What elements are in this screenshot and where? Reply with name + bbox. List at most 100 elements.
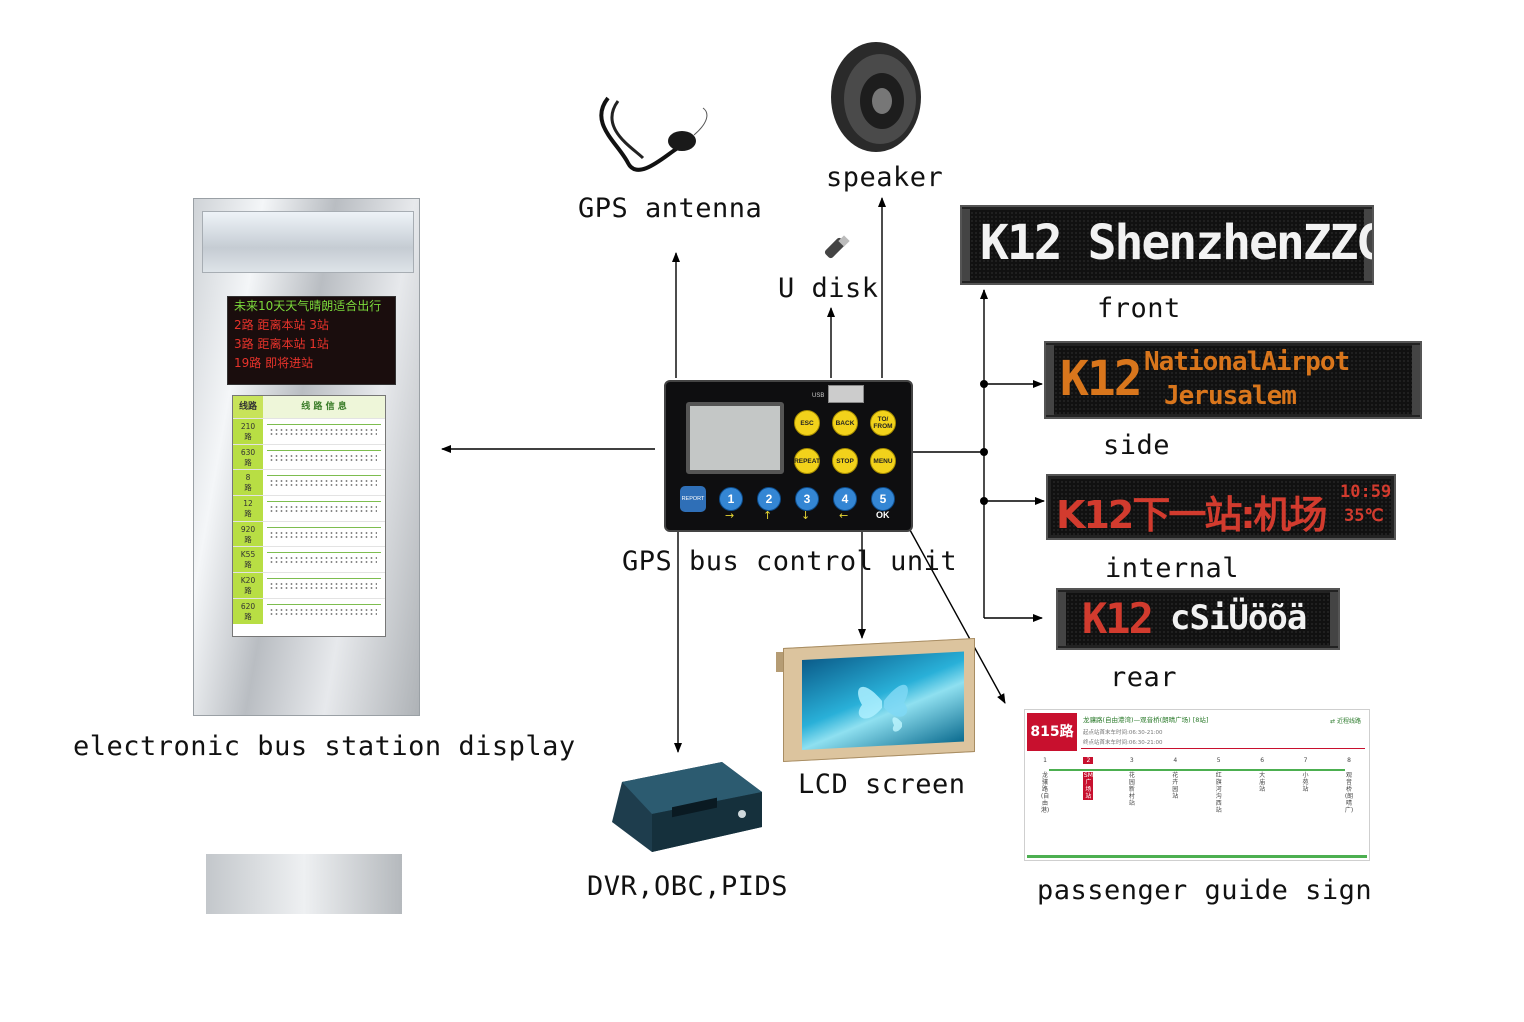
control-unit-screen [686, 402, 784, 474]
guide-stop-name: 观音桥(朗晴广) [1344, 772, 1354, 814]
arrow-to-guide-sign [909, 529, 1006, 704]
control-unit-image: USB ESC BACK TO/ FROM REPEAT STOP MENU R… [664, 380, 913, 532]
guide-route-line [1049, 769, 1345, 771]
route-row: 8 路 [233, 469, 385, 496]
route-row: K20 路 [233, 572, 385, 598]
side-sign-route: K12 [1060, 351, 1143, 407]
internal-sign-temp: 35℃ [1344, 506, 1384, 526]
internal-sign-time: 10:59 [1340, 482, 1392, 502]
control-unit-label: GPS bus control unit [622, 546, 958, 577]
repeat-key: REPEAT [794, 448, 820, 474]
rear-sign: K12 cSiÜöõä [1056, 588, 1340, 650]
guide-first-last-1: 起点站首末车时间:06:30-21:00 [1083, 730, 1163, 736]
led-line: 3路 距离本站 1站 [234, 337, 329, 351]
number-key-2: 2 [757, 487, 781, 511]
passenger-guide-sign: 815路 龙骧路(自由港湾)—观音桥(朗晴广场) [8站] 起点站首末车时间:0… [1024, 709, 1370, 861]
route-header-left: 线路 [233, 396, 263, 418]
guide-title: 龙骧路(自由港湾)—观音桥(朗晴广场) [8站] [1083, 716, 1209, 724]
guide-stop-name: 红旗河沟西站 [1215, 772, 1222, 814]
guide-stop: 1 龙骧路(自由港) [1040, 757, 1050, 814]
number-key-3: 3 [795, 487, 819, 511]
guide-stop-name: 小苑站 [1302, 772, 1309, 793]
dvr-label: DVR,OBC,PIDS [587, 871, 789, 902]
speaker-label: speaker [826, 162, 944, 193]
guide-stop-number: 8 [1347, 757, 1351, 764]
side-label: side [1103, 430, 1171, 461]
esc-key: ESC [794, 410, 820, 436]
to-from-key: TO/ FROM [870, 410, 896, 436]
ok-label: OK [876, 510, 890, 520]
front-sign: K12 ShenzhenZZG [960, 205, 1374, 285]
lcd-display [802, 651, 964, 751]
station-display-label: electronic bus station display [73, 731, 576, 762]
guide-route-badge: 815路 [1027, 713, 1077, 751]
front-label: front [1097, 293, 1181, 324]
led-line: 19路 即将进站 [234, 356, 314, 370]
guide-stop-number: 1 [1043, 757, 1047, 764]
gps-antenna-label: GPS antenna [578, 193, 763, 224]
stop-key: STOP [832, 448, 858, 474]
speaker-image [831, 42, 921, 152]
rear-label: rear [1110, 662, 1178, 693]
u-disk-image [824, 235, 850, 259]
rear-sign-route: K12 [1082, 594, 1154, 643]
number-key-1: 1 [719, 487, 743, 511]
u-disk-label: U disk [778, 273, 879, 304]
station-led-board: 未来10天天气晴朗适合出行 2路 距离本站 3站 3路 距离本站 1站 19路 … [227, 296, 396, 385]
guide-stop-number: 4 [1173, 757, 1178, 764]
side-sign-line1: NationalAirpot [1144, 347, 1350, 377]
guide-sign-label: passenger guide sign [1037, 875, 1373, 906]
right-arrow-icon: → [725, 509, 735, 522]
route-row: 12 路 [233, 495, 385, 521]
side-sign-line2: Jerusalem [1164, 381, 1297, 411]
guide-stop-name: 龙骧路(自由港) [1040, 772, 1050, 814]
side-sign: K12 NationalAirpot Jerusalem [1044, 341, 1422, 419]
guide-near-route: ⇄ 近程线路 [1330, 718, 1361, 725]
rear-sign-text: cSiÜöõä [1170, 598, 1307, 638]
lcd-screen-image [783, 637, 975, 763]
usb-label: USB [812, 393, 825, 399]
butterfly-icon [858, 684, 908, 732]
route-header-right: 线 路 信 息 [263, 396, 385, 418]
guide-stop-number: 7 [1303, 757, 1308, 764]
route-row: 920 路 [233, 520, 385, 547]
down-arrow-icon: ↓ [801, 509, 811, 522]
guide-stop-name: 花卉园站 [1172, 772, 1179, 800]
guide-stop: 5 红旗河沟西站 [1214, 757, 1224, 814]
internal-sign: K12下一站:机场 10:59 35℃ [1046, 474, 1396, 540]
left-arrow-icon: ← [839, 509, 849, 522]
route-row: K55 路 [233, 546, 385, 573]
station-roof [202, 211, 414, 273]
route-row: 210 路 [233, 418, 385, 444]
internal-sign-text: K12下一站:机场 [1056, 493, 1328, 537]
up-arrow-icon: ↑ [763, 509, 773, 522]
lcd-label: LCD screen [798, 769, 966, 800]
gps-antenna-image [599, 96, 708, 172]
guide-divider [1081, 748, 1365, 749]
guide-stop: 6 大庙站 [1257, 757, 1267, 793]
route-row: 620 路 [233, 597, 385, 624]
front-sign-text: K12 ShenzhenZZG [980, 215, 1374, 271]
guide-stop: 7 小苑站 [1301, 757, 1311, 793]
guide-stop-name: 大庙站 [1259, 772, 1266, 793]
route-info-panel: 线路 线 路 信 息 210 路 630 路 8 路 12 路 920 路 K5… [232, 395, 386, 637]
usb-port [828, 385, 864, 403]
guide-stop-number: 6 [1260, 757, 1265, 764]
guide-stop-number: 2 [1083, 757, 1094, 764]
route-row: 630 路 [233, 443, 385, 470]
guide-first-last-2: 终点站首末车时间:06:30-21:00 [1083, 740, 1163, 746]
back-key: BACK [832, 410, 858, 436]
guide-bottom-bar [1027, 855, 1367, 858]
guide-stop-number: 5 [1216, 757, 1221, 764]
menu-key: MENU [870, 448, 896, 474]
station-base [206, 854, 402, 914]
guide-stop-number: 3 [1129, 757, 1134, 764]
guide-stop: 4 花卉园站 [1170, 757, 1180, 800]
guide-stop: 8 观音桥(朗晴广) [1344, 757, 1354, 814]
number-key-5: 5 [871, 487, 895, 511]
internal-label: internal [1105, 553, 1240, 584]
guide-stop-name: 花园新村站 [1128, 772, 1135, 807]
led-line: 2路 距离本站 3站 [234, 318, 329, 332]
led-line: 未来10天天气晴朗适合出行 [234, 299, 382, 313]
